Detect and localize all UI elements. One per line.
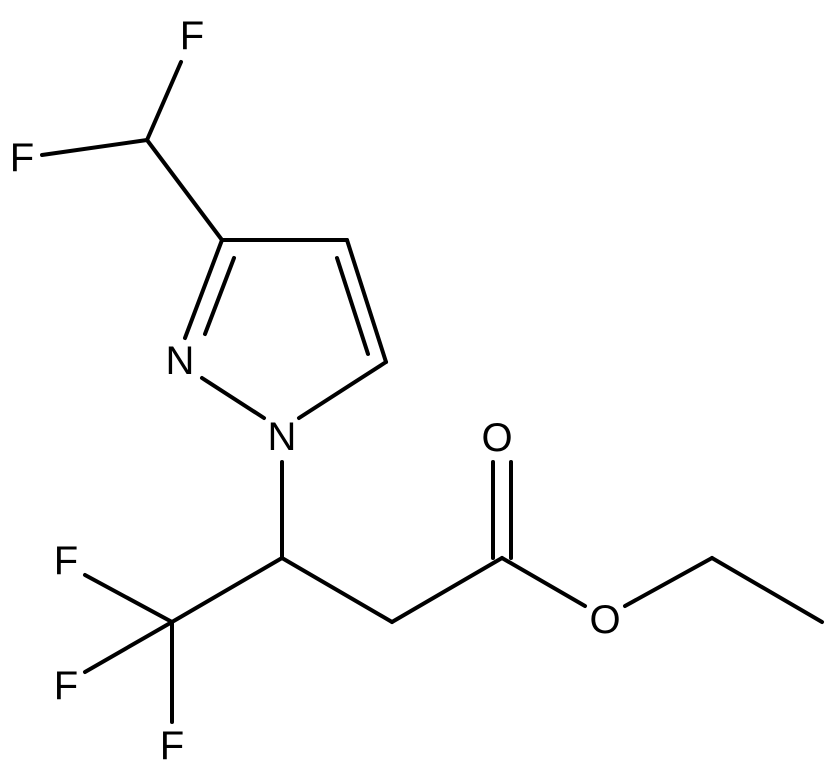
bond-n1-n2 [200,376,266,420]
bond-ethyl-ch2-ch3 [710,556,824,624]
atom-f-cf3-lower: F [160,724,184,768]
atom-f-left: F [10,136,34,180]
bond-chf2-f-left [40,138,149,157]
atom-f-cf3-mid: F [54,664,78,708]
bond-cf3-f-upper [83,573,174,624]
bond-n2-c3-inner [203,256,236,336]
bond-ch2-carbonyl-c [390,556,504,624]
atom-o-carbonyl: O [481,416,512,460]
bond-chf2-c3 [145,138,224,242]
atom-o-ester: O [589,598,620,642]
bond-c5-n1 [297,360,388,420]
atom-n-pyrazole-2: N [166,339,195,383]
atom-labels: F F N N O O F F F [10,14,621,768]
bond-c4-c5-outer [345,238,388,364]
bond-c4-c5-inner [335,256,370,356]
bond-carbonyl-c-o-ester [500,556,587,608]
bonds [40,60,824,724]
bond-chiral-c-cf3 [170,556,284,624]
bond-o-ester-ch2 [623,556,714,608]
atom-n-pyrazole-1: N [268,415,297,459]
bond-cf3-f-mid [83,620,174,674]
atom-f-cf3-upper: F [54,539,78,583]
bond-chiral-c-ch2 [280,556,394,624]
bond-chf2-f-top [145,60,183,142]
atom-f-top: F [180,14,204,58]
bond-n2-c3-outer [183,238,224,340]
